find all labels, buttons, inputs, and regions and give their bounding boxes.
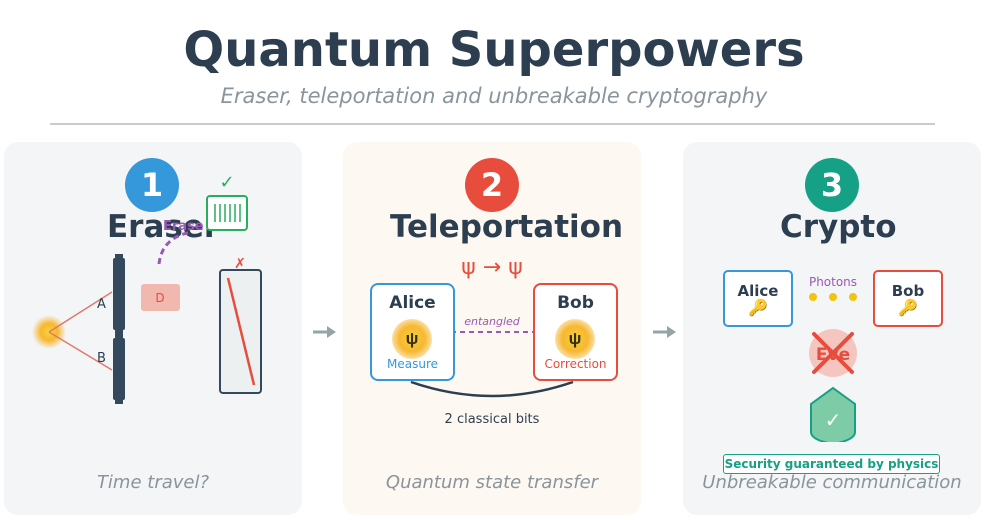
shield-check-icon: ✓ — [825, 408, 842, 432]
photons-label: Photons — [808, 275, 858, 289]
crypto-alice-label: Alice — [737, 282, 779, 300]
panel-title-eraser: Eraser — [107, 209, 220, 245]
check-icon: ✓ — [219, 172, 234, 193]
bob-action: Correction — [544, 357, 607, 371]
screen-pattern — [226, 277, 256, 386]
teleport-diagram: entangled 2 classical bits — [410, 315, 574, 427]
detector-label: D — [155, 291, 164, 305]
crypto-bob-label: Bob — [891, 282, 925, 300]
key-icon: 🔑 — [898, 300, 918, 317]
cross-icon: ✗ — [234, 256, 246, 272]
panel-caption-eraser: Time travel? — [96, 472, 210, 493]
key-icon: 🔑 — [748, 300, 768, 317]
bob-label: Bob — [557, 293, 594, 313]
qubit-icon: ψ — [392, 319, 432, 359]
panel-caption-teleportation: Quantum state transfer — [385, 472, 599, 493]
bob-node: Bob ψ Correction — [533, 283, 618, 381]
arrow-right-icon — [313, 326, 336, 338]
panel-title-crypto: Crypto — [780, 209, 897, 245]
eraser-diagram: ✓ Erase A B D ✗ — [32, 172, 262, 404]
classical-bits-label: 2 classical bits — [445, 412, 540, 427]
panel-teleportation: 2 Teleportation ψ → ψ entangled 2 classi… — [343, 142, 641, 515]
panel-caption-crypto: Unbreakable communication — [702, 472, 962, 493]
page-title: Quantum Superpowers — [183, 22, 805, 78]
state-formula: ψ → ψ — [461, 255, 523, 280]
ray-upper — [48, 291, 113, 333]
erase-label: Erase — [163, 219, 204, 234]
alice-label: Alice — [389, 293, 436, 313]
entangled-label: entangled — [464, 315, 521, 328]
alice-action: Measure — [387, 357, 438, 371]
crypto-diagram: Eve ✓ — [809, 293, 857, 442]
step-badge-3: 3 — [805, 158, 859, 212]
double-slit-barrier — [113, 254, 125, 404]
panel-title-teleportation: Teleportation — [390, 209, 624, 245]
erase-arc — [157, 230, 193, 265]
crypto-bob-node: Bob 🔑 — [873, 270, 943, 327]
step-badge-1: 1 — [125, 158, 179, 212]
arrow-right-icon — [653, 326, 676, 338]
blocked-icon — [812, 332, 854, 374]
classical-channel — [410, 380, 574, 398]
slit-a-label: A — [97, 297, 106, 312]
security-banner: Security guaranteed by physics — [723, 454, 940, 474]
crypto-alice-node: Alice 🔑 — [723, 270, 793, 327]
step-badge-2: 2 — [465, 158, 519, 212]
divider — [50, 123, 935, 125]
slit-b-label: B — [97, 351, 106, 366]
ray-lower — [48, 331, 113, 371]
panel-crypto: 3 Crypto Alice 🔑 Bob 🔑 Photons Eve ✓ Sec… — [683, 142, 981, 515]
which-path-detector — [141, 284, 180, 311]
alice-node: Alice ψ Measure — [370, 283, 455, 381]
detector-icon — [206, 195, 248, 231]
photon-dots — [809, 293, 857, 301]
panel-eraser: 1 Eraser ✓ Erase — [4, 142, 302, 515]
qubit-icon: ψ — [555, 319, 595, 359]
shield-icon — [810, 386, 856, 442]
page-subtitle: Eraser, teleportation and unbreakable cr… — [220, 84, 768, 108]
